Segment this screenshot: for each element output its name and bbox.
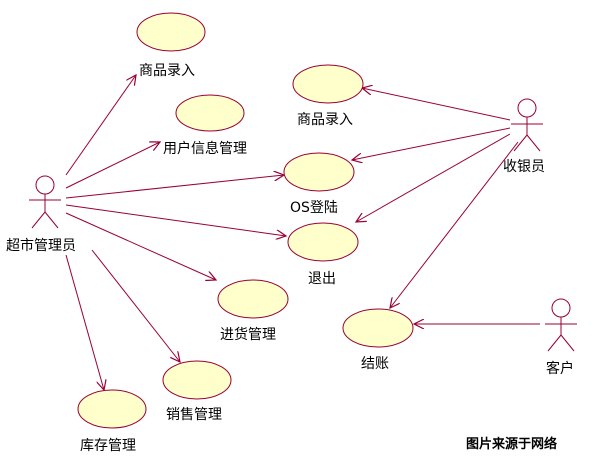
ellipse-admin-product-entry[interactable] bbox=[136, 12, 206, 52]
assoc-cashier-checkout bbox=[390, 141, 519, 308]
assoc-cashier-logout bbox=[356, 133, 511, 222]
actor-customer-figure[interactable] bbox=[545, 298, 577, 352]
ellipse-checkout[interactable] bbox=[342, 308, 414, 348]
actor-admin-figure[interactable] bbox=[29, 175, 61, 229]
label-actor-cashier: 收银员 bbox=[503, 159, 545, 175]
ellipse-os-login[interactable] bbox=[283, 152, 355, 192]
actor-cashier-leg-left bbox=[513, 134, 528, 152]
assoc-admin-product-entry bbox=[65, 75, 136, 176]
actor-cashier-figure[interactable] bbox=[511, 98, 543, 152]
use-case-ellipses bbox=[77, 12, 414, 429]
label-logout: 退出 bbox=[308, 271, 336, 287]
actor-admin-leg-right bbox=[44, 211, 59, 229]
assoc-admin-logout bbox=[65, 204, 286, 236]
label-admin-product-entry: 商品录入 bbox=[139, 63, 195, 79]
label-purchase: 进货管理 bbox=[220, 326, 276, 343]
actor-labels: 超市管理员 收银员 客户 bbox=[6, 159, 574, 377]
use-case-labels: 商品录入 用户信息管理 OS登陆 退出 进货管理 销售管理 库存管理 商品录入 … bbox=[80, 63, 389, 454]
label-checkout: 结账 bbox=[361, 356, 389, 372]
ellipse-logout[interactable] bbox=[287, 222, 359, 262]
assoc-cashier-os-login bbox=[352, 127, 511, 160]
ellipse-cashier-product-entry[interactable] bbox=[292, 64, 364, 104]
actor-cashier-head bbox=[517, 98, 537, 118]
assoc-admin-sales bbox=[91, 249, 180, 362]
ellipse-purchase[interactable] bbox=[217, 279, 289, 319]
actor-customer-leg-left bbox=[547, 334, 562, 352]
assoc-admin-purchase bbox=[65, 212, 216, 280]
ellipse-user-info[interactable] bbox=[175, 94, 245, 132]
label-cashier-product-entry: 商品录入 bbox=[297, 112, 353, 128]
actor-customer-leg-right bbox=[560, 334, 575, 352]
label-user-info: 用户信息管理 bbox=[163, 140, 247, 157]
actor-admin-leg-left bbox=[31, 211, 46, 229]
label-os-login: OS登陆 bbox=[290, 200, 338, 216]
label-actor-admin: 超市管理员 bbox=[6, 237, 76, 254]
label-sales: 销售管理 bbox=[166, 407, 222, 423]
actor-cashier-leg-right bbox=[526, 134, 541, 152]
actor-admin-head bbox=[35, 175, 55, 195]
ellipse-sales[interactable] bbox=[162, 360, 232, 400]
assoc-admin-inventory bbox=[65, 254, 104, 390]
watermark-text: 图片来源于网络 bbox=[466, 436, 557, 452]
associations bbox=[65, 75, 540, 390]
assoc-admin-user-info bbox=[65, 142, 160, 189]
label-actor-customer: 客户 bbox=[546, 360, 574, 377]
ellipse-inventory[interactable] bbox=[77, 389, 147, 429]
assoc-admin-os-login bbox=[65, 175, 284, 199]
actor-customer-head bbox=[551, 298, 571, 318]
label-inventory: 库存管理 bbox=[80, 438, 136, 454]
assoc-cashier-product-entry bbox=[362, 88, 511, 121]
